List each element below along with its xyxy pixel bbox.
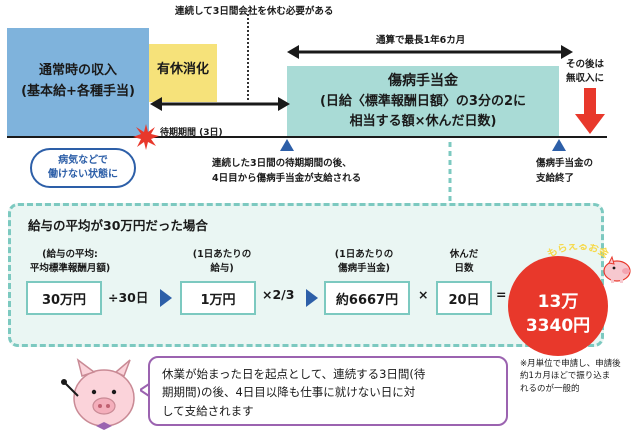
down-arrow-icon	[575, 88, 605, 134]
support-end-marker-icon	[552, 139, 566, 151]
monthly-salary-box: 30万円	[26, 281, 102, 315]
benefit-block: 傷病手当金 (日給〈標準報酬日額〉の3分の2に 相当する額×休んだ日数)	[287, 66, 559, 136]
income-block: 通常時の収入 (基本給+各種手当)	[7, 28, 149, 136]
divide-operator: ÷30日	[108, 290, 149, 305]
burst-icon	[133, 124, 159, 150]
result-label-arc: もらえるお金	[545, 244, 612, 261]
days-off-box: 20日	[436, 281, 492, 315]
benefit-desc-2: 相当する額×休んだ日数)	[349, 113, 497, 129]
daily-benefit-value: 約6667円	[335, 292, 399, 308]
days-off-value: 20日	[448, 292, 480, 308]
dotted-guide-line	[247, 14, 249, 100]
support-note-line-2: 4日目から傷病手当金が支給される	[212, 172, 362, 184]
explanation-line-1: 休業が始まった日を起点として、連続する3日間(待	[162, 367, 426, 381]
support-start-marker-icon	[280, 139, 294, 151]
daily-benefit-box: 約6667円	[324, 281, 410, 315]
daily-salary-box: 1万円	[180, 281, 256, 315]
income-title: 通常時の収入	[38, 63, 117, 79]
sick-state-bubble: 病気などで 働けない状態に	[30, 148, 136, 188]
calc-label-benefit-2: 傷病手当金)	[338, 262, 390, 274]
coin-pig-icon	[603, 255, 631, 283]
calc-label-daily: (1日あたりの 給与)	[178, 248, 266, 276]
calc-label-benefit: (1日あたりの 傷病手当金)	[316, 248, 412, 276]
income-subtitle: (基本給+各種手当)	[21, 84, 135, 99]
waiting-double-arrow-icon	[150, 97, 290, 111]
waiting-period-label: 待期期間 (3日)	[160, 125, 223, 138]
support-end-note: 傷病手当金の 支給終了	[536, 157, 593, 186]
period-double-arrow-icon	[287, 45, 573, 59]
paid-leave-label: 有休消化	[156, 62, 209, 77]
arrow-right-icon	[306, 289, 318, 307]
consecutive-days-note: 連続して3日間会社を休む必要がある	[175, 6, 334, 17]
calc-label-monthly-2: 平均標準報酬月額)	[29, 262, 111, 274]
multiply-fraction-operator: ×2/3	[262, 287, 295, 302]
explanation-bubble: 休業が始まった日を起点として、連続する3日間(待 期期間)の後、4日目以降も仕事…	[148, 356, 508, 426]
footnote: ※月単位で申請し、申請後 約1カ月ほどで振り込ま れるのが一般的	[520, 358, 621, 395]
pig-mascot-icon	[61, 358, 135, 430]
sick-line-1: 病気などで	[58, 154, 108, 166]
calc-label-days-1: 休んだ	[449, 249, 479, 260]
arrow-right-icon	[160, 289, 172, 307]
after-end-label: その後は 無収入に	[566, 58, 604, 86]
calc-label-days-2: 日数	[454, 262, 474, 274]
result-amount-2: 3340円	[525, 316, 591, 336]
daily-salary-value: 1万円	[200, 292, 236, 308]
benefit-title: 傷病手当金	[388, 73, 458, 89]
waiting-period-text: 待期期間	[160, 128, 197, 138]
explanation-line-3: して支給されます	[162, 403, 254, 418]
benefit-desc-1: (日給〈標準報酬日額〉の3分の2に	[319, 94, 527, 109]
multiply-operator: ×	[418, 287, 429, 302]
sick-line-2: 働けない状態に	[48, 169, 118, 180]
after-end-line-1: その後は	[566, 59, 605, 70]
footnote-line-2: 約1カ月ほどで振り込ま	[520, 371, 611, 382]
calc-label-benefit-1: (1日あたりの	[334, 249, 394, 260]
after-end-line-2: 無収入に	[566, 72, 605, 84]
result-circle: 13万 3340円	[508, 256, 608, 356]
support-start-note: 連続した3日間の待期期間の後、 4日目から傷病手当金が支給される	[212, 157, 361, 186]
panel-connector-line	[448, 142, 452, 204]
calc-label-monthly-1: (給与の平均:	[42, 249, 98, 260]
explanation-line-2: 期期間)の後、4日目以降も仕事に就けない日に対	[162, 385, 416, 400]
footnote-line-3: れるのが一般的	[520, 383, 580, 394]
period-label: 通算で最長1年6カ月	[376, 35, 466, 46]
calc-label-daily-2: 給与)	[210, 262, 234, 274]
end-note-line-2: 支給終了	[536, 172, 575, 184]
waiting-period-days: (3日)	[199, 128, 223, 138]
equals-operator: =	[496, 287, 507, 302]
end-note-line-1: 傷病手当金の	[536, 158, 594, 169]
timeline-baseline	[7, 136, 607, 138]
result-amount-1: 13万	[537, 292, 579, 312]
footnote-line-1: ※月単位で申請し、申請後	[520, 359, 621, 369]
calc-title: 給与の平均が30万円だった場合	[28, 218, 208, 233]
calculation-panel	[8, 203, 604, 347]
calc-label-daily-1: (1日あたりの	[192, 249, 252, 260]
support-note-line-1: 連続した3日間の待期期間の後、	[212, 158, 352, 169]
calc-label-monthly: (給与の平均: 平均標準報酬月額)	[16, 248, 124, 276]
paid-leave-block: 有休消化	[149, 44, 217, 102]
calc-label-days: 休んだ 日数	[436, 248, 492, 276]
monthly-salary-value: 30万円	[41, 292, 87, 308]
